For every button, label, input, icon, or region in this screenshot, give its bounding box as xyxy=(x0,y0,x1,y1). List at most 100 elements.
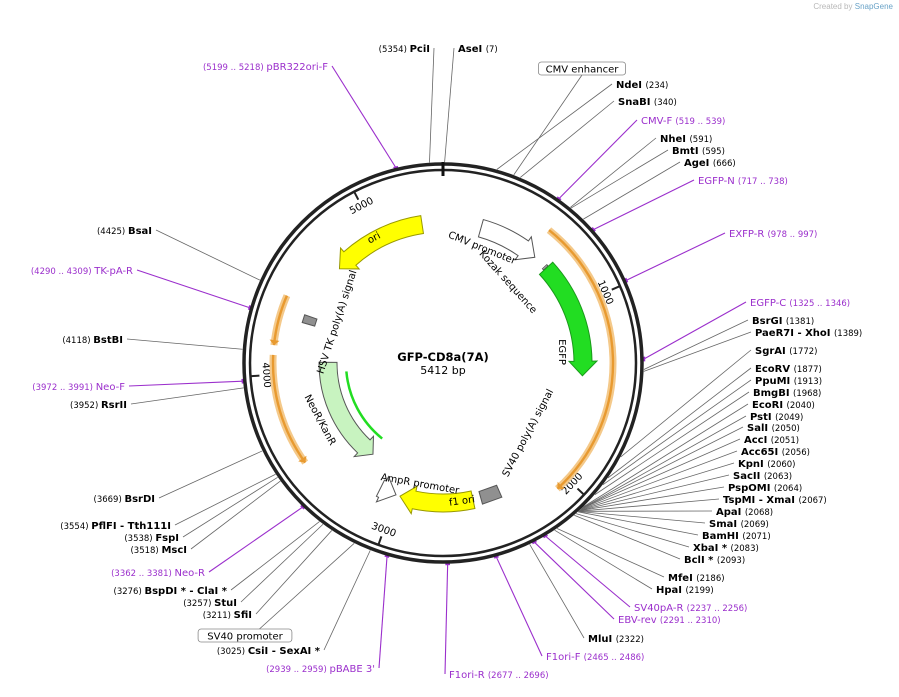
label-coord: (2067) xyxy=(798,496,826,506)
site-label: BamHI (2071) xyxy=(702,531,771,542)
tick-label: 3000 xyxy=(370,521,398,540)
label-coord: (2063) xyxy=(764,472,792,482)
site-label: PaeR7I - XhoI (1389) xyxy=(755,328,862,339)
label-coord: (3257) xyxy=(183,599,214,609)
label-name: AseI xyxy=(458,44,486,55)
primer-label: (3362 .. 3381) Neo-R xyxy=(111,568,205,579)
label-coord: (3554) xyxy=(60,522,91,532)
leader-line xyxy=(545,536,630,607)
leader-line xyxy=(570,138,656,207)
site-label: PspOMI (2064) xyxy=(728,483,802,494)
label-coord: (2040) xyxy=(787,401,815,411)
leader-line xyxy=(256,530,332,614)
label-name: CsiI - SexAI * xyxy=(248,646,321,657)
site-label: SacII (2063) xyxy=(733,471,792,482)
label-coord: (3952) xyxy=(70,401,101,411)
label-name: pBR322ori-F xyxy=(266,62,328,73)
feature-label: SV40 poly(A) signal xyxy=(501,388,557,479)
label-name: PciI xyxy=(410,44,430,55)
site-label: BmgBI (1968) xyxy=(753,388,821,399)
site-label: (3025) CsiI - SexAI * xyxy=(217,646,321,657)
label-coord: (1389) xyxy=(834,329,862,339)
primer-label: EGFP-C (1325 .. 1346) xyxy=(750,298,850,309)
leader-line xyxy=(127,339,242,349)
site-label: ApaI (2068) xyxy=(716,507,773,518)
created-by-credit: Created by SnapGene xyxy=(813,2,893,11)
tick-mark xyxy=(612,286,620,290)
label-coord: (5354) xyxy=(379,45,410,55)
leader-line xyxy=(603,380,751,485)
site-label: EcoRV (1877) xyxy=(755,364,822,375)
label-coord: (340) xyxy=(654,98,677,108)
label-name: EcoRV xyxy=(755,364,794,375)
leader-line xyxy=(530,544,584,638)
label-coord: (3025) xyxy=(217,647,248,657)
label-name: EBV-rev xyxy=(618,615,660,626)
site-label: BclI * (2093) xyxy=(684,555,745,566)
leader-line xyxy=(520,101,614,177)
feature-callout-label: SV40 promoter xyxy=(207,632,283,643)
site-label: (4425) BsaI xyxy=(97,226,152,237)
label-name: PspOMI xyxy=(728,483,774,494)
site-label: (3952) RsrII xyxy=(70,400,127,411)
leader-line xyxy=(496,557,542,656)
leader-line xyxy=(644,302,746,359)
label-name: AgeI xyxy=(684,158,713,169)
label-coord: (3518) xyxy=(130,546,161,556)
leader-line xyxy=(626,233,725,280)
label-coord: (591) xyxy=(689,135,712,145)
label-name: RsrII xyxy=(101,400,127,411)
leader-line xyxy=(209,507,303,572)
label-name: Acc65I xyxy=(741,447,782,458)
label-name: FspI xyxy=(155,533,179,544)
label-name: KpnI xyxy=(738,459,767,470)
leader-line xyxy=(608,368,751,478)
label-name: XbaI * xyxy=(693,543,731,554)
label-coord: (7) xyxy=(486,45,498,55)
label-coord: (2322) xyxy=(616,635,644,645)
label-coord: (1325 .. 1346) xyxy=(789,299,850,309)
credit-text: Created by xyxy=(813,2,852,11)
label-name: pBABE 3' xyxy=(329,664,375,675)
leader-line xyxy=(332,66,396,168)
label-coord: (666) xyxy=(713,159,736,169)
site-label: NdeI (234) xyxy=(616,80,668,91)
label-coord: (978 .. 997) xyxy=(767,230,817,240)
label-coord: (3362 .. 3381) xyxy=(111,569,174,579)
label-name: BsrGI xyxy=(752,316,786,327)
feature-ori xyxy=(339,216,423,269)
label-coord: (4425) xyxy=(97,227,128,237)
label-name: MscI xyxy=(161,545,187,556)
snapgene-brand: SnapGene xyxy=(855,2,893,11)
label-name: MfeI xyxy=(668,573,696,584)
leader-line xyxy=(429,48,434,162)
label-coord: (2051) xyxy=(771,436,799,446)
site-label: (3276) BspDI * - ClaI * xyxy=(114,586,228,597)
plasmid-name: GFP-CD8a(7A) xyxy=(397,350,488,364)
label-name: PstI xyxy=(750,412,775,423)
label-coord: (3211) xyxy=(203,611,234,621)
label-coord: (2071) xyxy=(742,532,770,542)
label-name: HpaI xyxy=(656,585,685,596)
label-name: NheI xyxy=(660,134,689,145)
leader-line xyxy=(497,84,612,169)
leader-line xyxy=(582,416,746,508)
site-label: SmaI (2069) xyxy=(709,519,769,530)
leader-line xyxy=(175,474,276,525)
label-name: StuI xyxy=(214,598,237,609)
label-coord: (1877) xyxy=(794,365,822,375)
leader-line xyxy=(159,451,262,498)
primer-label: EXFP-R (978 .. 997) xyxy=(729,229,817,240)
leader-line xyxy=(644,332,751,371)
site-label: (3554) PflFI - Tth111I xyxy=(60,521,171,532)
primer-label: F1ori-F (2465 .. 2486) xyxy=(546,652,644,663)
label-name: AccI xyxy=(744,435,771,446)
label-coord: (2069) xyxy=(741,520,769,530)
label-name: MluI xyxy=(588,634,616,645)
primer-label: (2939 .. 2959) pBABE 3' xyxy=(266,664,375,675)
site-label: TspMI - XmaI (2067) xyxy=(723,495,827,506)
site-label: (4118) BstBI xyxy=(62,335,123,346)
leader-line xyxy=(183,477,278,537)
primer-label: (4290 .. 4309) TK-pA-R xyxy=(31,266,133,277)
